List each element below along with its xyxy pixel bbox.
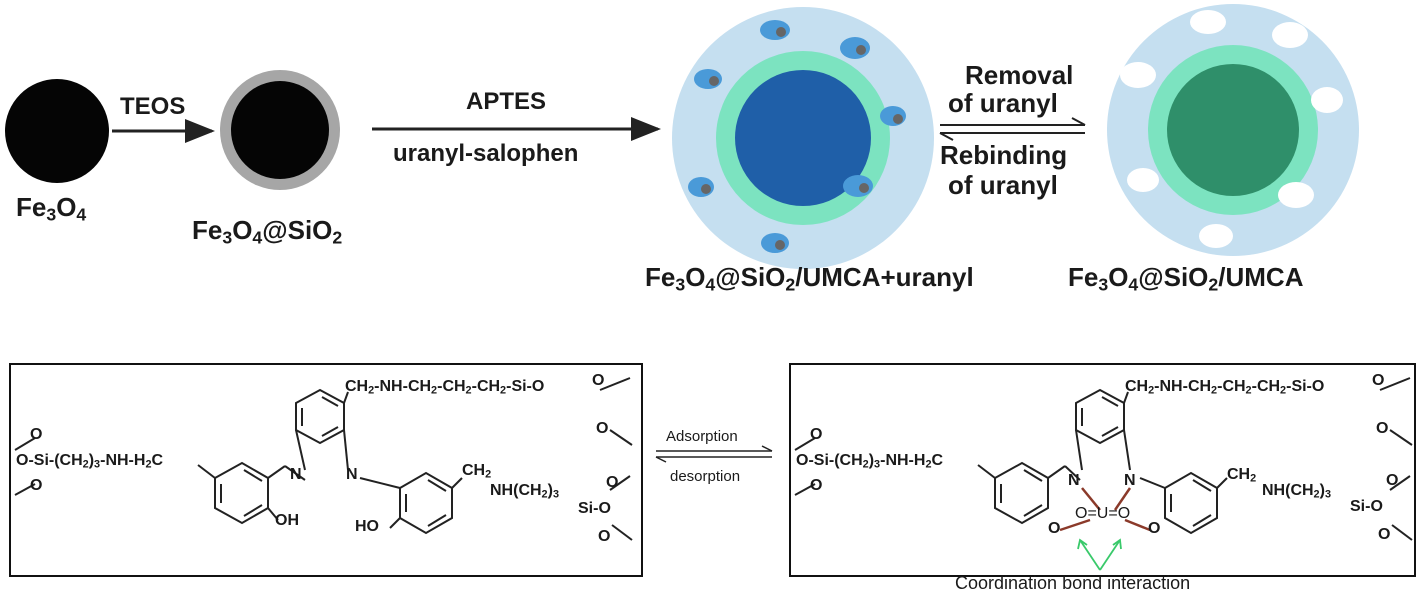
right-ch2-nh-chain: CH2 — [1227, 466, 1257, 485]
right-structure-frame — [789, 363, 1416, 577]
uranyl-complexes — [688, 20, 906, 253]
right-molecule-bonds — [794, 377, 1413, 541]
left-molecule-bonds — [14, 377, 633, 541]
coordination-bonds — [1059, 487, 1151, 532]
loaded-blue-core — [735, 70, 871, 206]
right-n-left: N — [1068, 472, 1080, 489]
left-o-right2: O — [596, 420, 609, 437]
coordination-pointers — [1077, 538, 1122, 571]
aptes-label: APTES — [466, 88, 547, 115]
imprinted-cavities — [1120, 10, 1343, 248]
right-n-right: N — [1124, 472, 1136, 489]
rebinding-label-1: Rebinding — [940, 140, 1068, 170]
umca-core — [1167, 64, 1299, 196]
rebinding-label-2: of uranyl — [948, 170, 1058, 200]
adsorption-label: Adsorption — [666, 428, 738, 445]
left-o-right3: O — [606, 474, 619, 491]
fe3o4-sio2-label: Fe3O4@SiO2 — [192, 215, 343, 248]
right-o-right-ring: O — [1148, 520, 1161, 537]
left-o-right4: O — [598, 528, 611, 545]
right-top-chain: CH2-NH-CH2-CH2-CH2-Si-O — [1125, 378, 1325, 397]
left-structure-frame — [9, 363, 643, 577]
right-anchor-chain: O-Si-(CH2)3-NH-H2C — [796, 452, 944, 471]
right-o-right1: O — [1372, 372, 1385, 389]
removal-label-1: Removal — [965, 60, 1074, 90]
left-si-o: Si-O — [578, 500, 611, 517]
right-nh-ch2-3: NH(CH2)3 — [1262, 482, 1331, 501]
right-o-right3: O — [1386, 472, 1399, 489]
left-top-chain: CH2-NH-CH2-CH2-CH2-Si-O — [345, 378, 545, 397]
desorption-label: desorption — [670, 468, 741, 485]
left-n-left: N — [290, 466, 302, 483]
removal-label-2: of uranyl — [948, 88, 1058, 118]
left-o-right1: O — [592, 372, 605, 389]
right-o-top: O — [810, 426, 823, 443]
right-si-o: Si-O — [1350, 498, 1383, 515]
right-o-left-ring: O — [1048, 520, 1061, 537]
teos-label: TEOS — [120, 93, 186, 120]
fe3o4-sio2-core — [231, 81, 329, 179]
left-o-bottom: O — [30, 477, 43, 494]
left-n-right: N — [346, 466, 358, 483]
right-o-bottom: O — [810, 477, 823, 494]
right-o-right2: O — [1376, 420, 1389, 437]
fe3o4-label: Fe3O4 — [16, 192, 87, 225]
coordination-caption: Coordination bond interaction — [955, 573, 1191, 593]
left-oh: OH — [275, 512, 299, 529]
loaded-particle-label: Fe3O4@SiO2/UMCA+uranyl — [645, 262, 974, 295]
left-anchor-chain: O-Si-(CH2)3-NH-H2C — [16, 452, 164, 471]
right-o-right4: O — [1378, 526, 1391, 543]
umca-particle-label: Fe3O4@SiO2/UMCA — [1068, 262, 1304, 295]
right-uranyl: O=U=O — [1075, 505, 1131, 522]
left-nh-ch2-3: NH(CH2)3 — [490, 482, 559, 501]
left-o-top: O — [30, 426, 43, 443]
uranyl-salophen-label: uranyl-salophen — [393, 140, 579, 167]
left-ch2-nh-chain: CH2 — [462, 462, 492, 481]
left-ho: HO — [355, 518, 379, 535]
fe3o4-particle — [5, 79, 109, 183]
